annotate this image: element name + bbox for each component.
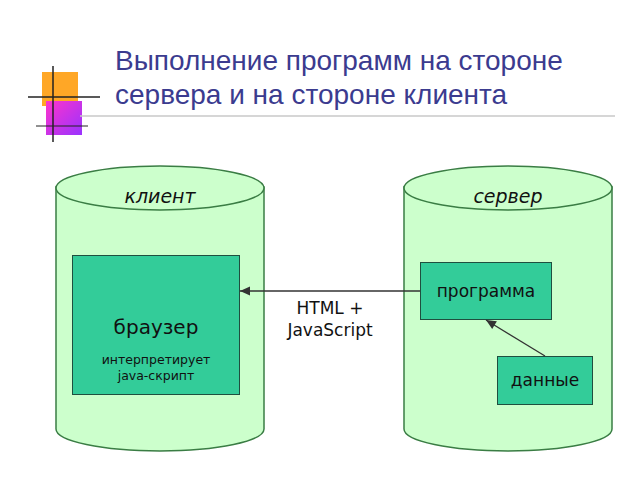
connector-line bbox=[486, 320, 545, 356]
deco-line bbox=[36, 126, 88, 127]
cylinder-heading: сервер bbox=[403, 185, 613, 207]
cylinder-top bbox=[404, 166, 612, 210]
deco-line bbox=[52, 66, 54, 142]
connector-line bbox=[240, 290, 420, 291]
title: Выполнение программ на стороне сервера и… bbox=[115, 44, 610, 112]
cylinder-body bbox=[404, 187, 612, 451]
data-box: данные bbox=[497, 356, 593, 405]
edge-label: HTML + JavaScript bbox=[278, 297, 382, 341]
server-cylinder: сервер программа данные bbox=[403, 165, 613, 452]
deco-line bbox=[28, 96, 100, 98]
cylinder-body bbox=[56, 187, 264, 451]
title-rule bbox=[80, 115, 615, 117]
orange-square bbox=[42, 72, 78, 106]
box-note: интерпретирует java-скрипт bbox=[91, 352, 221, 384]
cylinder-heading: клиент bbox=[55, 185, 265, 207]
box-label: программа bbox=[437, 281, 536, 302]
arrow-connector bbox=[240, 287, 420, 296]
box-label: данные bbox=[511, 370, 579, 391]
program-box: программа bbox=[420, 262, 552, 320]
arrowhead bbox=[486, 320, 497, 329]
box-label: браузер bbox=[114, 315, 199, 340]
arrowhead bbox=[240, 287, 250, 296]
purple-square bbox=[46, 101, 82, 135]
arrow-connector bbox=[486, 320, 545, 356]
browser-box: браузер интерпретирует java-скрипт bbox=[72, 255, 240, 395]
client-cylinder: клиент браузер интерпретирует java-скрипт bbox=[55, 165, 265, 452]
cylinder-top bbox=[56, 166, 264, 210]
